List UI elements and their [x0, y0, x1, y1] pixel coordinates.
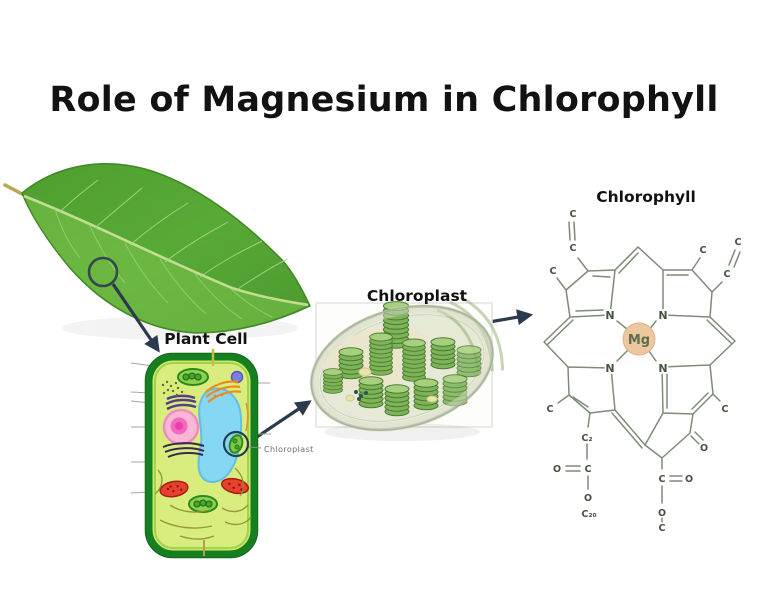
arrow-cell-to-chloroplast [250, 400, 312, 443]
atom-label: C [735, 237, 742, 248]
atom-label-n: N [658, 309, 667, 322]
atom-label: O [584, 493, 592, 504]
atom-label: C [585, 464, 592, 475]
bond-lines [543, 221, 741, 523]
leaf-photo [3, 163, 311, 340]
chloroplast-heading: Chloroplast [367, 287, 468, 305]
arrow-leaf-to-cell [111, 283, 160, 353]
atom-labels: C C C C C C N N N N C C C₂ O C O C₂₀ C O… [545, 207, 744, 536]
magnesium-center: Mg [622, 322, 656, 356]
cell-chloroplast-callout: Chloroplast [264, 445, 314, 454]
golgi-orange [205, 380, 242, 403]
membrane-overlay [309, 304, 495, 432]
golgi-dark [162, 442, 205, 458]
atom-label-n: N [605, 362, 614, 375]
leaf-veins-upper [59, 179, 288, 292]
leaf-midrib [23, 194, 309, 307]
vacuole [197, 387, 243, 483]
atom-label: C [659, 474, 666, 485]
atom-label-n: N [605, 309, 614, 322]
atom-label: C [700, 245, 707, 256]
ribosome-dots [161, 380, 184, 397]
chlorophyll-heading: Chlorophyll [596, 188, 696, 206]
leaf-magnifier-circle [87, 256, 119, 288]
highlighted-chloroplast [222, 430, 250, 458]
leaf-stem [3, 183, 26, 197]
er-strand [245, 402, 249, 432]
atom-label: C [724, 269, 731, 280]
mitochondrion-right [220, 477, 250, 495]
mg-label: Mg [628, 333, 650, 348]
chloroplast-organelle-top [177, 368, 209, 386]
cytoskeleton-strands [154, 467, 252, 540]
callout-leader [248, 446, 262, 449]
atom-label: C₂ [581, 433, 592, 444]
atom-label: C [570, 243, 577, 254]
plant-cell-diagram: Chloroplast Plant Cell [130, 330, 314, 559]
atom-label: C₂₀ [581, 509, 596, 520]
leaf-veins-lower [54, 208, 273, 320]
mitochondrion-left [159, 480, 189, 498]
golgi-purple [165, 394, 197, 411]
golgi-orange-dots [213, 388, 224, 398]
atom-label: C [570, 209, 577, 220]
atom-label-n: N [658, 362, 667, 375]
plant-cell-label: Plant Cell [164, 330, 248, 348]
atom-label: O [658, 508, 666, 519]
chloroplast-organelle-bottom [188, 495, 218, 513]
leaf-underside [25, 197, 308, 332]
nucleus [162, 408, 200, 446]
chlorophyll-structure: Mg C C C C C C N N N N C C C₂ O C O C₂₀ … [543, 188, 744, 536]
chloroplast-highlight-circle [222, 430, 250, 458]
atom-label: O [553, 464, 561, 475]
stroma-granules [345, 367, 438, 403]
atom-label: O [685, 474, 693, 485]
atom-label: C [547, 404, 554, 415]
atom-label: C [722, 404, 729, 415]
atom-label: O [700, 443, 708, 454]
chloroplast-illustration: Chloroplast [309, 287, 505, 441]
atom-label: C [550, 266, 557, 277]
atom-label: C [659, 523, 666, 534]
page-title: Role of Magnesium in Chlorophyll [49, 80, 719, 120]
